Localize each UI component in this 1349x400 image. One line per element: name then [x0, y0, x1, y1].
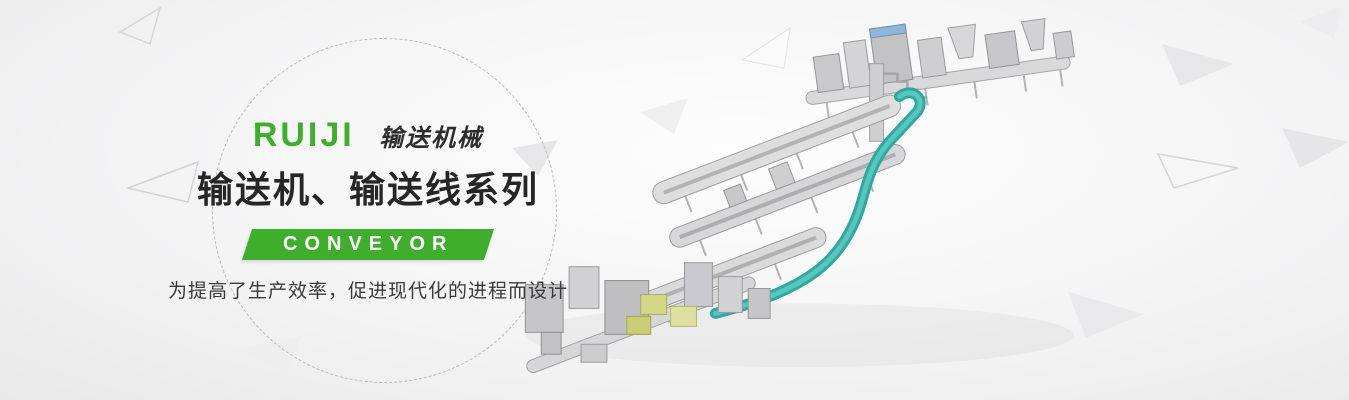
brand-row: RUIJI 输送机械 [148, 116, 588, 155]
conveyor-track-lower [633, 227, 827, 323]
conveyor-track-upper [652, 94, 901, 213]
brand-subtitle: 输送机械 [379, 125, 484, 152]
page-title: 输送机、输送线系列 [196, 169, 539, 210]
dashed-circle-decor [212, 38, 557, 383]
teal-belt-curve [709, 87, 926, 319]
pallet-crates [626, 294, 697, 335]
stairs-platform [869, 63, 928, 142]
conveyor-track-middle [669, 144, 906, 257]
ground-shadow [526, 303, 1073, 367]
ribbon-label: CONVEYOR [282, 233, 454, 255]
tagline: 为提高了生产效率，促进现代化的进程而设计 [167, 281, 568, 302]
brand-name: RUIJI [252, 116, 355, 154]
hero-text-block: RUIJI 输送机械 输送机、输送线系列 CONVEYOR 为提高了生产效率，促… [148, 116, 588, 303]
top-conveyor-row [805, 17, 1075, 120]
conveyor-ribbon: CONVEYOR [241, 229, 495, 260]
